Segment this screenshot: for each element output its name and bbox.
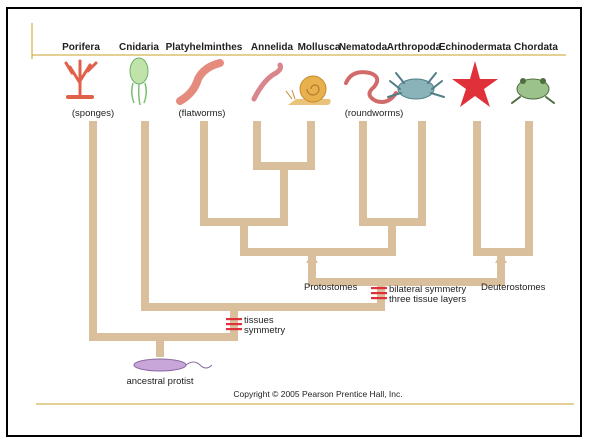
branch-annelida-mollusca (253, 121, 315, 170)
branch-ecdysozoa (359, 121, 426, 226)
branch-bilateria (308, 252, 505, 286)
taxon-name-platyhelminthes: Platyhelminthes (166, 42, 243, 53)
protostomes-arrow (306, 253, 318, 263)
slide-frame: Porifera Cnidaria Platyhelminthes Anneli… (6, 7, 582, 437)
taxon-name-echinodermata: Echinodermata (439, 42, 512, 53)
trait-symmetry: symmetry (244, 325, 285, 336)
taxon-name-mollusca: Mollusca (298, 42, 341, 53)
taxon-name-arthropoda: Arthropoda (387, 42, 442, 53)
flatworm-icon (176, 59, 224, 105)
trait-marks-eumetazoa (226, 318, 242, 331)
tree-branches (89, 121, 533, 357)
trait-marks-bilateria (371, 287, 387, 300)
roundworm-icon (344, 70, 398, 104)
taxon-name-chordata: Chordata (514, 42, 558, 53)
snail-icon (285, 75, 331, 105)
ancestral-protist-label: ancestral protist (126, 376, 193, 387)
protist-icon (133, 358, 213, 372)
taxon-name-cnidaria: Cnidaria (119, 42, 159, 53)
taxon-name-annelida: Annelida (251, 42, 294, 53)
starfish-icon (452, 61, 498, 107)
earthworm-icon (251, 62, 283, 102)
taxon-name-nematoda: Nematoda (339, 42, 388, 53)
trait-three-tissue-layers: three tissue layers (389, 294, 466, 305)
copyright-text: Copyright © 2005 Pearson Prentice Hall, … (233, 389, 402, 399)
jellyfish-icon (129, 57, 149, 106)
crab-icon (387, 72, 445, 100)
deuterostomes-arrow (495, 253, 507, 263)
common-name-platyhelminthes: (flatworms) (179, 108, 226, 119)
trait-bilateral-symmetry: bilateral symmetry (389, 284, 466, 295)
taxon-name-porifera: Porifera (62, 42, 100, 53)
branch-eumetazoa (141, 121, 385, 311)
sponge-icon (64, 59, 98, 99)
deuterostomes-label: Deuterostomes (481, 282, 546, 293)
common-name-nematoda: (roundworms) (345, 108, 404, 119)
trait-tissues: tissues (244, 315, 274, 326)
branch-protostomes (240, 222, 396, 256)
branch-lophotrochozoa (200, 121, 288, 226)
common-name-porifera: (sponges) (72, 108, 114, 119)
phylogenetic-tree: Porifera Cnidaria Platyhelminthes Anneli… (31, 23, 574, 405)
branch-deuterostomes (473, 121, 533, 256)
frog-icon (511, 78, 555, 104)
protostomes-label: Protostomes (304, 282, 358, 293)
